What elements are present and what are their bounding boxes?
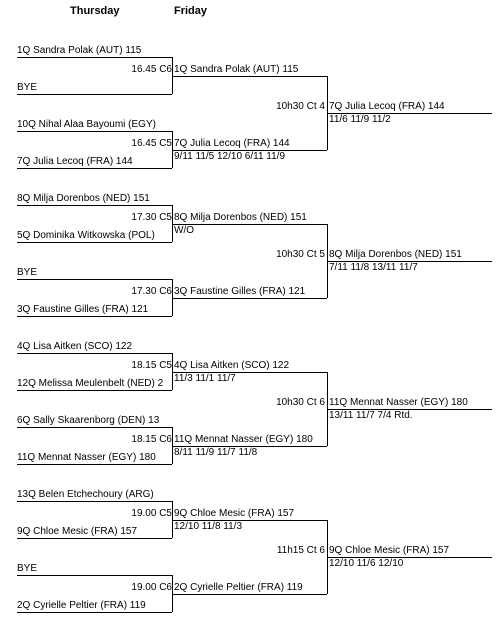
bracket-line [327, 557, 492, 558]
match-score: 12/10 11/8 11/3 [174, 521, 243, 532]
match-time: 16.45 C6 [131, 64, 172, 75]
player-entry: BYE [17, 82, 38, 93]
bracket-line [17, 464, 172, 465]
player-entry: BYE [17, 267, 38, 278]
match-time: 11h15 Ct 6 [276, 545, 325, 556]
match-score: W/O [174, 225, 194, 236]
bracket-line [17, 353, 172, 354]
player-entry: 7Q Julia Lecoq (FRA) 144 [17, 156, 133, 167]
bracket-line [17, 612, 172, 613]
winner-entry: 7Q Julia Lecoq (FRA) 144 [174, 138, 290, 149]
match-score: 13/11 11/7 7/4 Rtd. [329, 410, 413, 421]
winner-entry: 11Q Mennat Nasser (EGY) 180 [174, 434, 313, 445]
bracket-line [172, 298, 327, 299]
match-time: 18.15 C5 [131, 360, 172, 371]
bracket-connector [172, 57, 173, 94]
player-entry: 13Q Belen Etchechoury (ARG) [17, 489, 154, 500]
bracket-line [172, 150, 327, 151]
bracket-line [327, 261, 492, 262]
player-entry: 3Q Faustine Gilles (FRA) 121 [17, 304, 149, 315]
bracket-line [17, 279, 172, 280]
winner-entry: 8Q Milja Dorenbos (NED) 151 [329, 249, 462, 260]
bracket-line [172, 76, 327, 77]
match-time: 18.15 C6 [131, 434, 172, 445]
bracket-line [172, 446, 327, 447]
player-entry: 12Q Melissa Meulenbelt (NED) 2 [17, 378, 164, 389]
match-score: 11/6 11/9 11/2 [329, 114, 391, 125]
bracket-connector [172, 353, 173, 390]
bracket-line [17, 575, 172, 576]
bracket-line [172, 594, 327, 595]
bracket-connector [172, 205, 173, 242]
bracket-line [17, 205, 172, 206]
bracket-connector [172, 575, 173, 612]
thursday-header: Thursday [70, 5, 120, 17]
bracket-line [17, 538, 172, 539]
friday-header: Friday [174, 5, 208, 17]
player-entry: 6Q Sally Skaarenborg (DEN) 13 [17, 415, 160, 426]
bracket-line [327, 409, 492, 410]
winner-entry: 1Q Sandra Polak (AUT) 115 [174, 64, 299, 75]
player-entry: 4Q Lisa Aitken (SCO) 122 [17, 341, 133, 352]
winner-entry: 11Q Mennat Nasser (EGY) 180 [329, 397, 468, 408]
bracket-connector [172, 427, 173, 464]
bracket-line [17, 57, 172, 58]
bracket-connector [172, 131, 173, 168]
player-entry: 2Q Cyrielle Peltier (FRA) 119 [17, 600, 146, 611]
bracket-connector [172, 501, 173, 538]
match-time: 19.00 C5 [131, 508, 172, 519]
bracket-line [172, 372, 327, 373]
player-entry: 1Q Sandra Polak (AUT) 115 [17, 45, 142, 56]
bracket-line [17, 168, 172, 169]
match-time: 19.00 C6 [131, 582, 172, 593]
winner-entry: 9Q Chloe Mesic (FRA) 157 [174, 508, 295, 519]
bracket-line [17, 316, 172, 317]
bracket-line [17, 242, 172, 243]
player-entry: 8Q Milja Dorenbos (NED) 151 [17, 193, 150, 204]
winner-entry: 7Q Julia Lecoq (FRA) 144 [329, 101, 445, 112]
bracket-line [17, 390, 172, 391]
winner-entry: 9Q Chloe Mesic (FRA) 157 [329, 545, 450, 556]
bracket-line [17, 94, 172, 95]
match-score: 11/3 11/1 11/7 [174, 373, 236, 384]
match-time: 16.45 C5 [131, 138, 172, 149]
match-score: 12/10 11/6 12/10 [329, 558, 404, 569]
winner-entry: 8Q Milja Dorenbos (NED) 151 [174, 212, 307, 223]
bracket-line [327, 113, 492, 114]
match-score: 8/11 11/9 11/7 11/8 [174, 447, 258, 458]
player-entry: BYE [17, 563, 38, 574]
player-entry: 9Q Chloe Mesic (FRA) 157 [17, 526, 138, 537]
bracket-line [172, 520, 327, 521]
winner-entry: 2Q Cyrielle Peltier (FRA) 119 [174, 582, 303, 593]
player-entry: 10Q Nihal Alaa Bayoumi (EGY) [17, 119, 156, 130]
bracket-connector [172, 279, 173, 316]
match-score: 7/11 11/8 13/11 11/7 [329, 262, 418, 273]
match-time: 17.30 C5 [131, 212, 172, 223]
match-score: 9/11 11/5 12/10 6/11 11/9 [174, 151, 286, 162]
bracket-line [17, 427, 172, 428]
match-time: 10h30 Ct 4 [276, 101, 325, 112]
bracket-line [17, 131, 172, 132]
player-entry: 5Q Dominika Witkowska (POL) [17, 230, 155, 241]
winner-entry: 4Q Lisa Aitken (SCO) 122 [174, 360, 290, 371]
bracket-line [172, 224, 327, 225]
bracket-line [17, 501, 172, 502]
match-time: 10h30 Ct 5 [276, 249, 325, 260]
winner-entry: 3Q Faustine Gilles (FRA) 121 [174, 286, 306, 297]
match-time: 10h30 Ct 6 [276, 397, 325, 408]
player-entry: 11Q Mennat Nasser (EGY) 180 [17, 452, 156, 463]
match-time: 17.30 C6 [131, 286, 172, 297]
